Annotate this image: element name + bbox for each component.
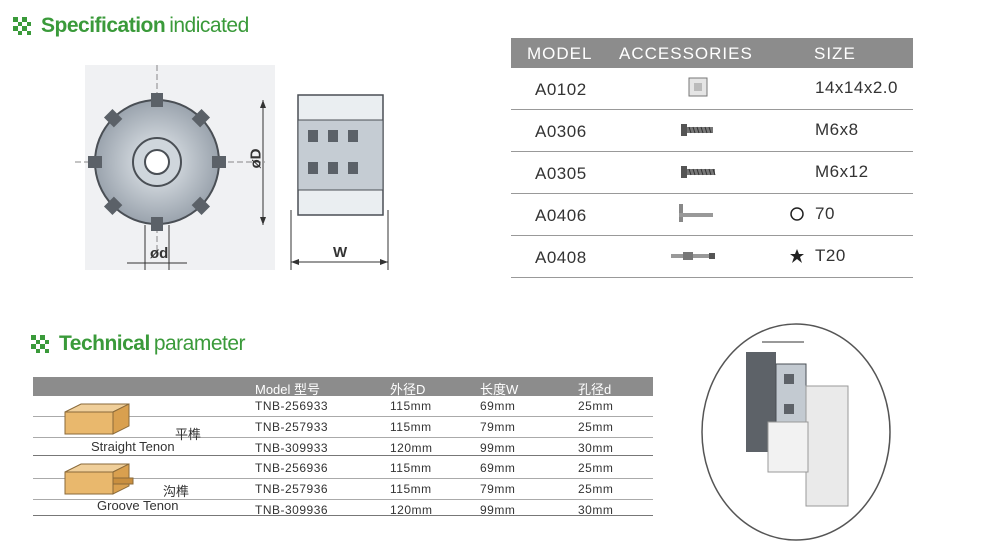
header-outer-diameter: 外径D [390,382,426,397]
accessory-row: A0406 70 [511,194,913,236]
cell-bore: 25mm [578,399,614,413]
checker-icon [31,335,49,353]
cell-outer-diameter: 115mm [390,420,432,434]
accessory-row: A0306 M6x8 [511,110,913,152]
accessory-model: A0305 [535,164,587,183]
accessory-size: M6x8 [815,120,859,139]
groove-tenon-cn: 沟榫 [163,484,190,499]
cell-outer-diameter: 115mm [390,482,432,496]
table-row: TNB-309936 120mm 99mm 30mm [33,500,653,520]
cutting-detail-illustration [701,323,891,541]
bore-diameter-label: ød [150,245,169,262]
groove-tenon-en: Groove Tenon [97,498,179,513]
straight-tenon-cn: 平榫 [175,427,202,442]
circle-icon [790,207,804,221]
cutter-side-drawing [290,94,389,270]
header-accessories: ACCESSORIES [619,44,753,63]
spec-section-title: Specification indicated [13,14,249,38]
cell-model: TNB-256936 [255,461,329,475]
accessory-model: A0408 [535,248,587,267]
accessory-size: 70 [815,204,835,223]
cell-outer-diameter: 115mm [390,461,432,475]
cutter-front-drawing [75,65,275,270]
table-row: TNB-256933 115mm 69mm 25mm [33,396,653,417]
cell-model: TNB-309933 [255,441,329,455]
hex-key-icon [679,204,713,222]
cell-outer-diameter: 115mm [390,399,432,413]
table-row: TNB-256936 115mm 69mm 25mm [33,458,653,479]
accessory-row: A0408 T20 [511,236,913,278]
cell-bore: 25mm [578,420,614,434]
screw-icon [681,166,716,178]
tech-table-header: Model 型号 外径D 长度W 孔径d [33,377,653,397]
cell-bore: 30mm [578,441,614,455]
accessory-model: A0102 [535,80,587,99]
cell-length: 69mm [480,461,516,475]
tech-section-title: Technical parameter [31,332,246,356]
cell-bore: 30mm [578,503,614,517]
cell-model: TNB-256933 [255,399,329,413]
table-row: TNB-257936 115mm 79mm 25mm [33,479,653,500]
cell-outer-diameter: 120mm [390,503,433,517]
cell-length: 99mm [480,503,516,517]
spec-title-light: indicated [169,14,249,37]
table-row: TNB-309933 120mm 99mm 30mm [33,438,653,458]
torx-bit-icon [671,252,715,260]
accessory-model: A0306 [535,122,587,141]
cell-outer-diameter: 120mm [390,441,433,455]
tech-table: Model 型号 外径D 长度W 孔径d TNB-256933 115mm 69… [33,377,653,520]
header-model: Model 型号 [255,382,321,397]
header-size: SIZE [814,44,856,63]
header-bore: 孔径d [578,382,612,397]
accessories-table: MODEL ACCESSORIES SIZE A0102 14x14x2.0 A… [511,38,913,278]
straight-tenon-en: Straight Tenon [91,439,175,454]
straight-tenon-wood-icon [64,403,130,435]
cell-length: 99mm [480,441,516,455]
outer-diameter-label: øD [247,148,265,169]
tech-table-body: TNB-256933 115mm 69mm 25mm TNB-257933 11… [33,396,653,520]
header-length: 长度W [480,382,519,397]
cell-model: TNB-257933 [255,420,329,434]
accessory-row: A0305 M6x12 [511,152,913,194]
cell-length: 69mm [480,399,516,413]
cell-model: TNB-309936 [255,503,329,517]
tech-title-light: parameter [153,332,246,355]
cell-model: TNB-257936 [255,482,329,496]
checker-icon [13,17,31,35]
groove-tenon-wood-icon [64,463,134,495]
tech-title-bold: Technical [59,332,150,355]
accessory-size: 14x14x2.0 [815,78,898,97]
star-icon [790,249,804,263]
cell-length: 79mm [480,420,516,434]
accessory-size: T20 [815,246,846,265]
accessory-model: A0406 [535,206,587,225]
spec-title-bold: Specification [41,14,166,37]
table-row: TNB-257933 115mm 79mm 25mm [33,417,653,438]
square-insert-icon [688,77,708,97]
accessories-header: MODEL ACCESSORIES SIZE [511,38,913,68]
cell-bore: 25mm [578,461,614,475]
cell-bore: 25mm [578,482,614,496]
screw-icon [681,124,713,136]
accessory-row: A0102 14x14x2.0 [511,68,913,110]
header-model: MODEL [527,44,593,63]
accessory-size: M6x12 [815,162,869,181]
cell-length: 79mm [480,482,516,496]
width-label: W [333,244,348,261]
